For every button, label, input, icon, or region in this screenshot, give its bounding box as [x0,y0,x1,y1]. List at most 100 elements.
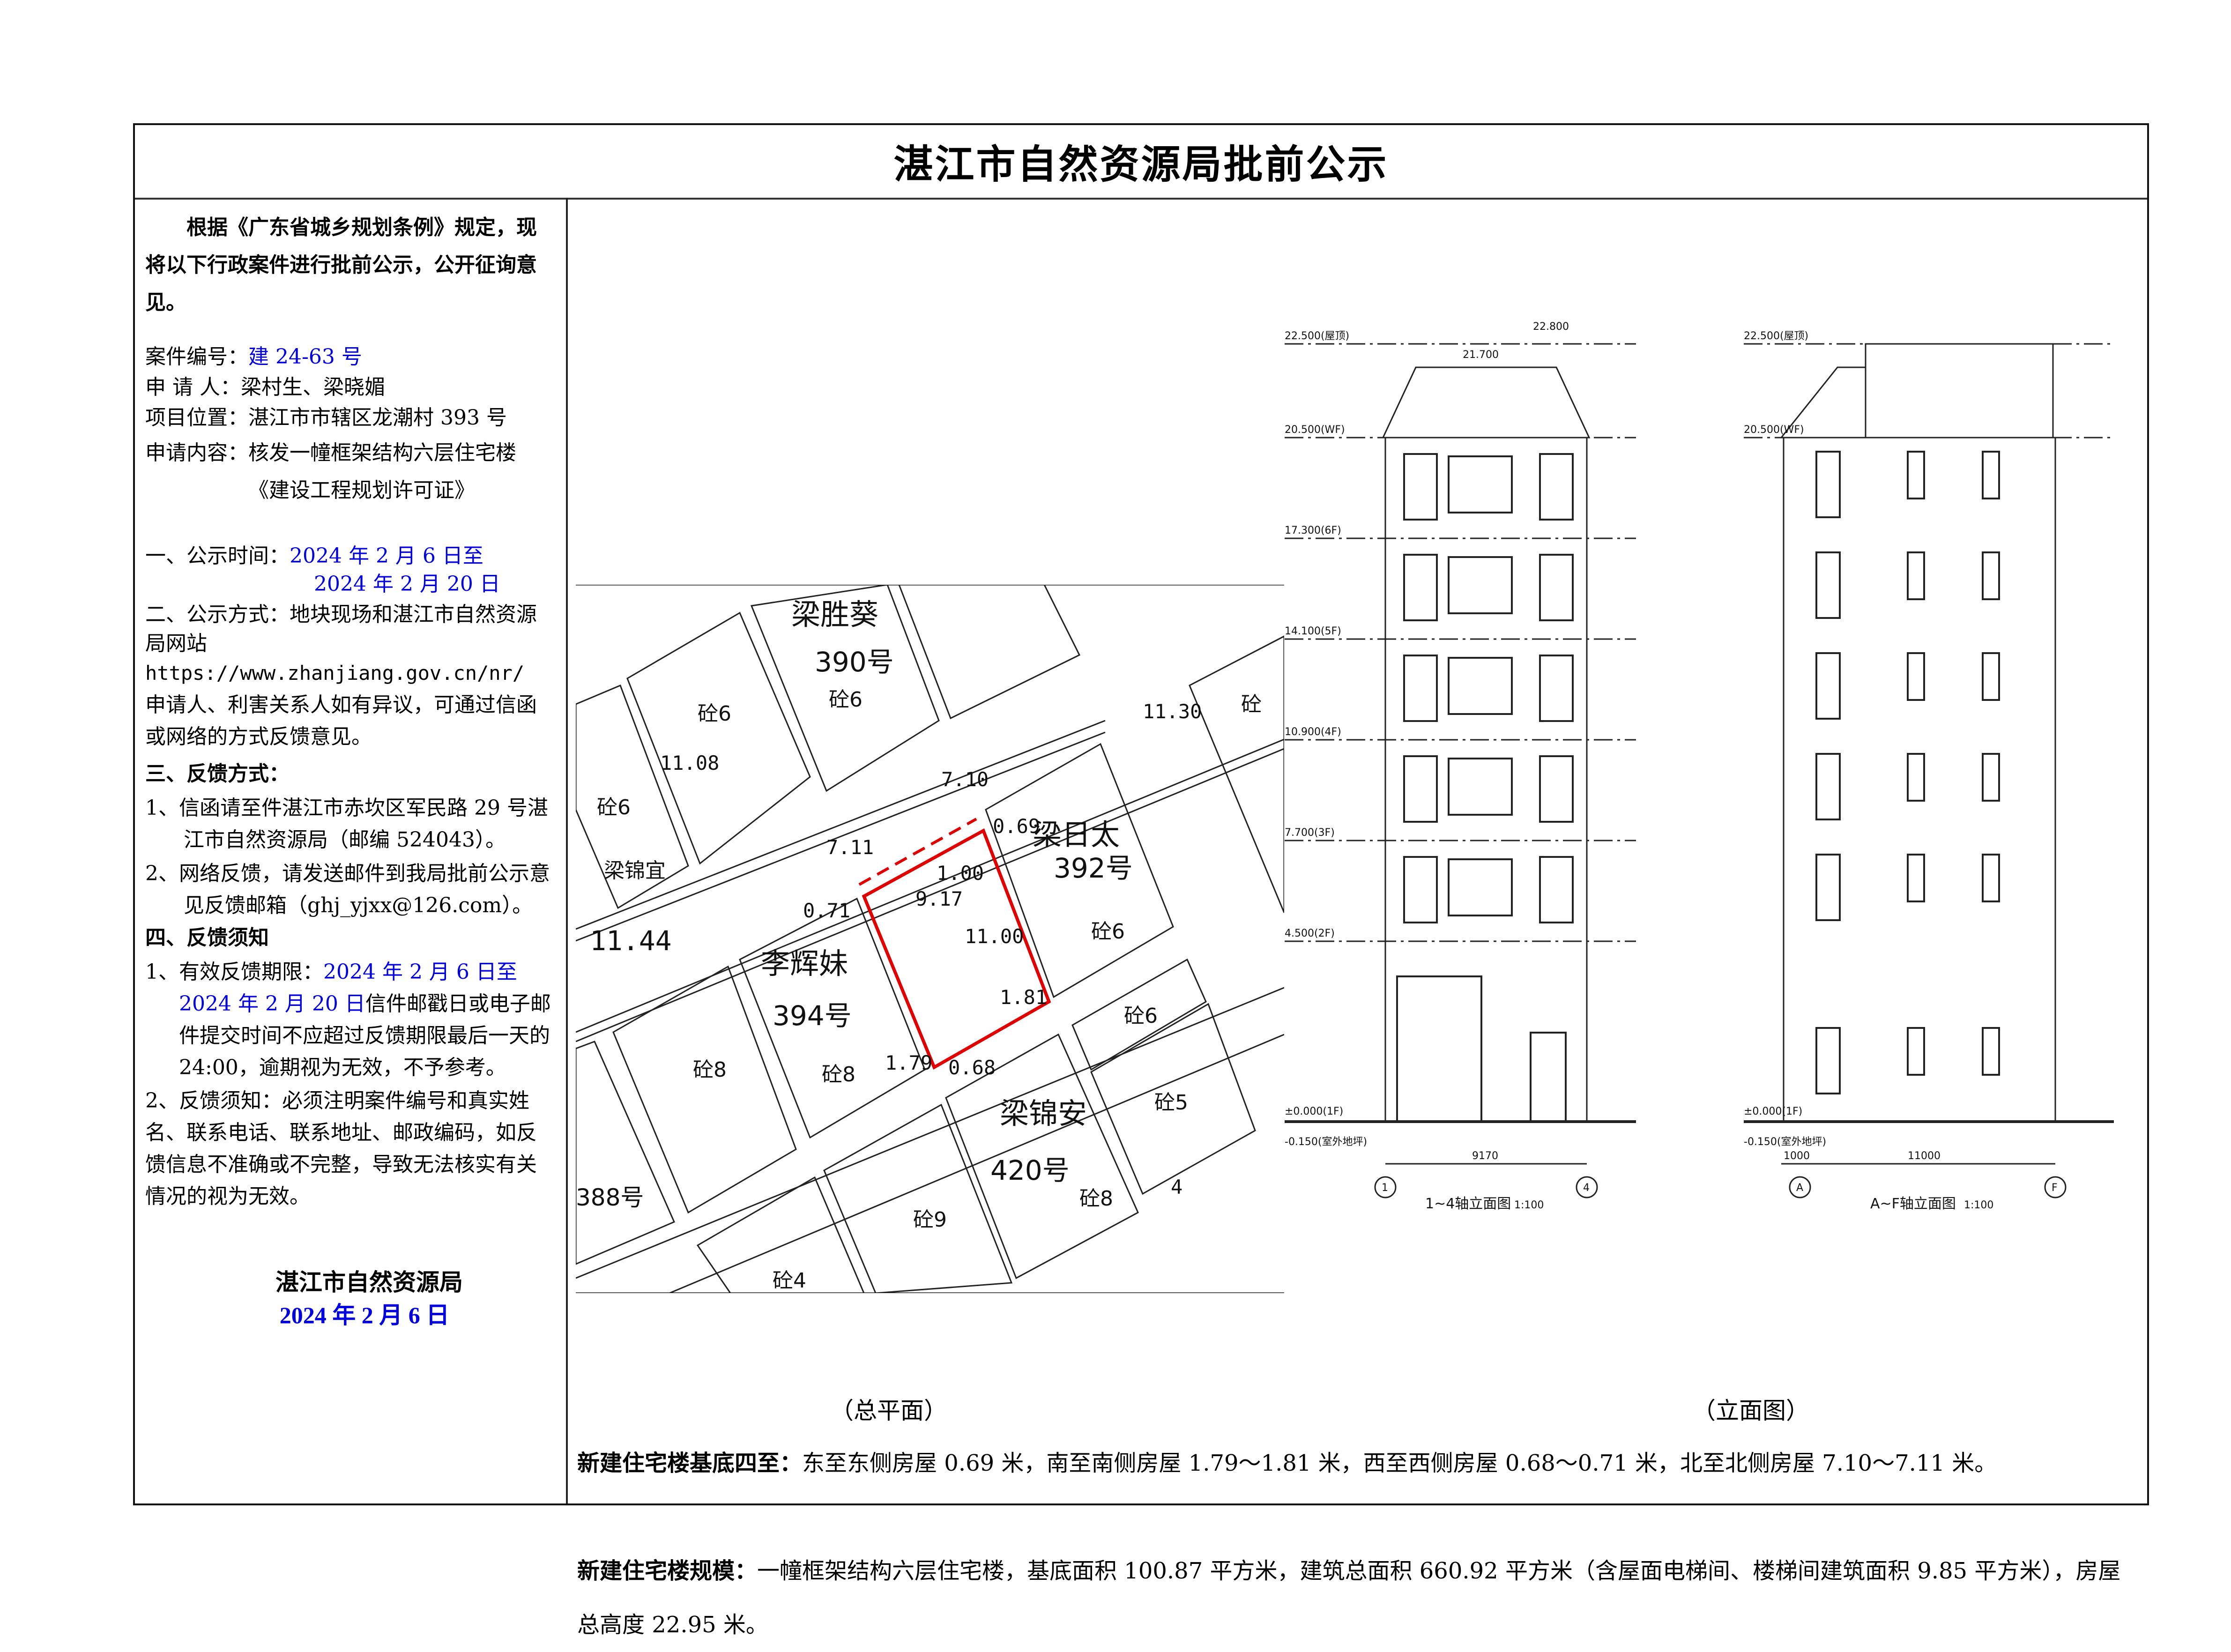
scale-label: 新建住宅楼规模： [577,1558,758,1584]
svg-text:11.08: 11.08 [660,752,719,774]
svg-text:1: 1 [1382,1182,1388,1194]
title-row: 湛江市自然资源局批前公示 [135,125,2147,200]
feedback-requirements: 2、反馈须知：必须注明案件编号和真实姓名、联系电话、联系地址、邮政编码，如反馈信… [145,1089,537,1208]
parcel-no-east: 392号 [1054,852,1133,884]
location-label: 项目位置： [145,406,248,430]
section-4-heading: 四、反馈须知 [145,926,269,950]
svg-text:砼5: 砼5 [1154,1091,1188,1115]
objection-note: 申请人、利害关系人如有异议，可通过信函或网络的方式反馈意见。 [145,693,537,749]
website-link[interactable]: https://www.zhanjiang.gov.cn/nr/ [145,662,525,685]
svg-text:1.79: 1.79 [885,1051,932,1074]
section-1-row: 一、公示时间：2024 年 2 月 6 日至 [145,542,556,571]
notice-text-column: 根据《广东省城乡规划条例》规定，现将以下行政案件进行批前公示，公开征询意见。 案… [135,200,566,1503]
applicant-row: 申 请 人：梁村生、梁晓媚 [145,373,556,402]
svg-text:14.100(5F): 14.100(5F) [1285,625,1341,637]
parcel-owner-west: 李辉妹 [761,946,848,981]
section-2: 二、公示方式：地块现场和湛江市自然资源局网站 [145,600,556,658]
svg-text:7.700(3F): 7.700(3F) [1285,827,1335,839]
svg-text:砼9: 砼9 [913,1208,947,1232]
parcel-owner-east: 梁日太 [1033,818,1120,852]
case-number: 建 24-63 号 [248,345,362,369]
content-label: 申请内容： [145,441,248,465]
svg-text:1000: 1000 [1784,1150,1810,1162]
permit-name: 《建设工程规划许可证》 [248,478,475,502]
left-elevation-title: 1~4轴立面图 [1425,1196,1511,1212]
applicant: 梁村生、梁晓媚 [240,375,385,399]
svg-text:4.500(2F): 4.500(2F) [1285,928,1335,939]
svg-text:11000: 11000 [1908,1150,1941,1162]
signature-date: 2024 年 2 月 6 日 [279,1302,450,1328]
publicity-start: 2024 年 2 月 6 日至 [290,544,483,568]
svg-text:22.800: 22.800 [1533,321,1569,333]
svg-text:0.69: 0.69 [993,815,1040,838]
location-row: 项目位置：湛江市市辖区龙潮村 393 号 [145,403,556,432]
svg-text:20.500(WF): 20.500(WF) [1744,424,1804,436]
svg-text:砼6: 砼6 [1091,920,1125,944]
svg-text:9.17: 9.17 [915,887,963,910]
svg-text:22.500(屋顶): 22.500(屋顶) [1744,330,1808,342]
svg-text:砼6: 砼6 [829,688,863,712]
svg-text:10.900(4F): 10.900(4F) [1285,726,1341,738]
svg-text:±0.000(1F): ±0.000(1F) [1744,1106,1802,1117]
section-3-heading: 三、反馈方式： [145,762,290,786]
svg-text:4: 4 [1583,1182,1590,1194]
svg-text:砼8: 砼8 [1079,1187,1113,1211]
scale-text: 一幢框架结构六层住宅楼，基底面积 100.87 平方米，建筑总面积 660.92… [577,1558,2121,1638]
svg-text:-0.150(室外地坪): -0.150(室外地坪) [1285,1136,1367,1148]
site-plan-caption: （总平面） [830,1397,947,1424]
column-divider [566,198,568,1503]
svg-text:17.300(6F): 17.300(6F) [1285,525,1341,536]
deadline-rest: 信件邮戳日或电子邮件提交时间不应超过反馈期限最后一天的 24:00，逾期视为无效… [179,992,551,1079]
parcel-owner-south: 梁锦安 [1000,1096,1087,1131]
case-number-label: 案件编号： [145,345,248,369]
page-title: 湛江市自然资源局批前公示 [893,141,1389,187]
parcel-no-south: 420号 [990,1154,1070,1186]
section-2-text: 地块现场和湛江市自然资源局网站 [145,603,537,655]
svg-text:11.30: 11.30 [1143,700,1202,723]
svg-text:-0.150(室外地坪): -0.150(室外地坪) [1744,1136,1826,1148]
svg-text:11.44: 11.44 [590,925,672,957]
elevation-caption: （立面图） [1692,1397,1809,1424]
intro-paragraph: 根据《广东省城乡规划条例》规定，现将以下行政案件进行批前公示，公开征询意见。 [145,216,537,314]
deadline-dates: 2024 年 2 月 6 日至 2024 年 2 月 20 日 [179,960,517,1016]
parcel-no-west: 394号 [773,1000,852,1032]
site-plan-drawing: 梁胜葵 390号 梁日太 392号 李辉妹 394号 梁锦安 420号 梁锦宜 … [576,585,1284,1293]
svg-text:F: F [2052,1182,2058,1194]
svg-text:9170: 9170 [1472,1150,1498,1162]
svg-text:砼6: 砼6 [698,702,731,726]
boundary-description: 新建住宅楼基底四至：东至东侧房屋 0.69 米，南至南侧房屋 1.79～1.81… [577,1436,2138,1490]
svg-text:7.11: 7.11 [826,836,874,859]
deadline-label: 1、有效反馈期限： [145,960,323,984]
svg-text:22.500(屋顶): 22.500(屋顶) [1285,330,1349,342]
svg-text:4: 4 [1171,1176,1182,1198]
svg-text:1:100: 1:100 [1514,1199,1544,1211]
publicity-end: 2024 年 2 月 20 日 [314,572,500,596]
applicant-label: 申 请 人： [145,375,241,399]
svg-text:0.68: 0.68 [948,1056,996,1079]
parcel-no-north: 390号 [815,646,894,678]
feedback-deadline: 1、有效反馈期限：2024 年 2 月 6 日至 2024 年 2 月 20 日… [145,956,556,1084]
svg-text:砼8: 砼8 [822,1063,855,1086]
parcel-no-far-sw: 388号 [576,1184,644,1211]
elevation-drawings: 22.500(屋顶) 20.500(WF) 17.300(6F) 14.100(… [1285,321,2114,1212]
svg-text:7.10: 7.10 [941,768,989,791]
scale-description: 新建住宅楼规模：一幢框架结构六层住宅楼，基底面积 100.87 平方米，建筑总面… [577,1544,2138,1652]
right-elevation-title: A~F轴立面图 [1870,1196,1956,1212]
signature-org: 湛江市自然资源局 [275,1269,463,1296]
svg-text:砼8: 砼8 [693,1058,727,1082]
feedback-email: 2、网络反馈，请发送邮件到我局批前公示意见反馈邮箱（ghj_yjxx@126.c… [145,862,550,917]
parcel-owner-north: 梁胜葵 [791,597,878,632]
content: 核发一幢框架结构六层住宅楼 [248,441,516,465]
boundary-label: 新建住宅楼基底四至： [577,1450,803,1476]
svg-text:11.00: 11.00 [965,925,1024,948]
svg-text:砼6: 砼6 [597,796,631,819]
svg-text:1.00: 1.00 [937,862,984,885]
section-1-label: 一、公示时间： [145,544,290,568]
boundary-text: 东至东侧房屋 0.69 米，南至南侧房屋 1.79～1.81 米，西至西侧房屋 … [802,1450,1997,1476]
case-number-row: 案件编号：建 24-63 号 [145,342,556,372]
svg-text:A: A [1796,1182,1803,1194]
svg-text:21.700: 21.700 [1463,349,1499,361]
svg-text:砼: 砼 [1241,692,1262,716]
svg-text:砼6: 砼6 [1124,1004,1158,1028]
content-row: 申请内容：核发一幢框架结构六层住宅楼 [145,439,556,468]
